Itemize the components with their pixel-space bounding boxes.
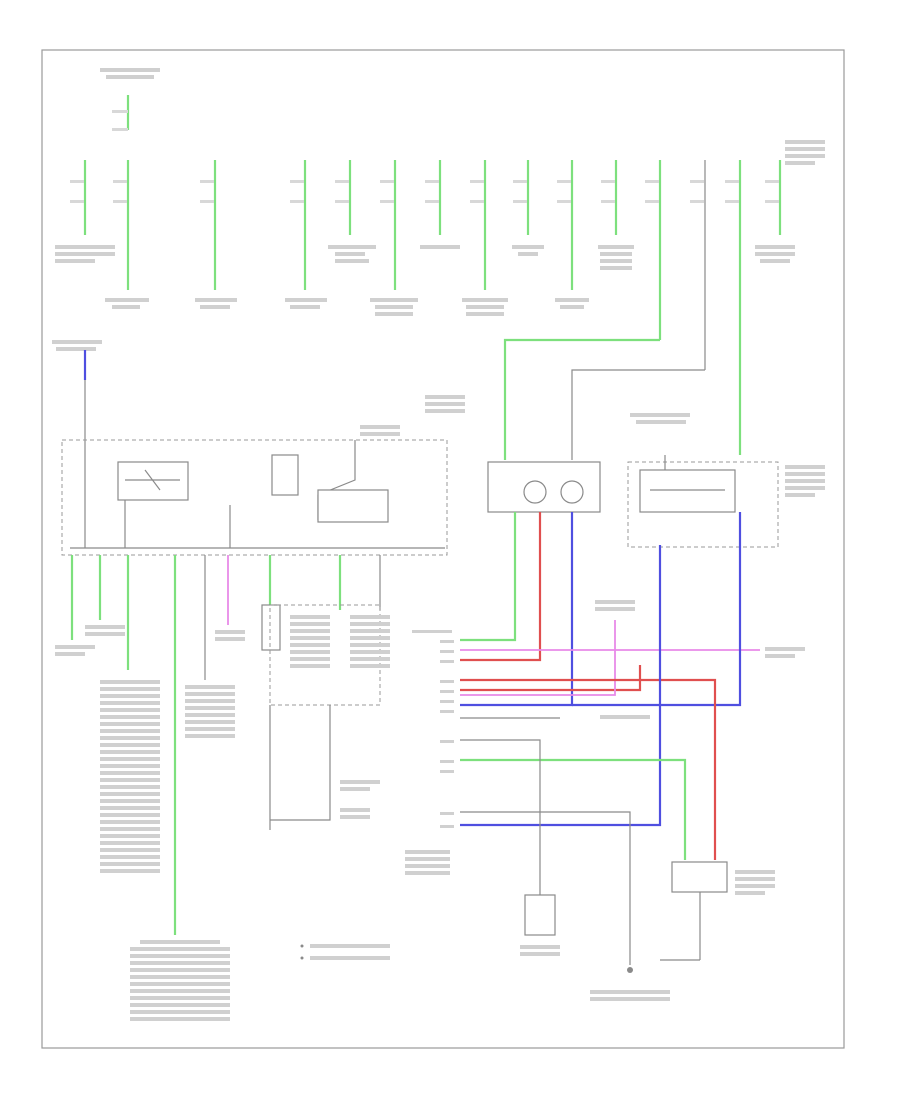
left-output-wires xyxy=(70,555,381,935)
left-captions xyxy=(55,615,390,1021)
left-relay-block xyxy=(52,340,465,556)
right-captions xyxy=(405,600,805,1001)
top-labels xyxy=(55,68,825,316)
lower-right-harness xyxy=(460,512,760,973)
legend xyxy=(300,944,390,960)
top-wire-codes xyxy=(70,180,779,203)
diagram-frame xyxy=(41,49,845,1049)
top-feed-wires xyxy=(83,95,782,455)
right-module-block xyxy=(487,338,825,548)
